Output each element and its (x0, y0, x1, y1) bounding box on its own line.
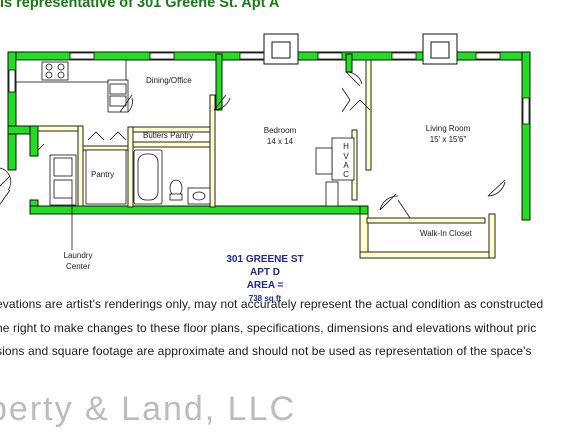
info-apt: APT D (250, 267, 280, 278)
room-living-size: 15' x 15'6" (429, 135, 467, 144)
disclaimer-line-1: evations are artist's renderings only, m… (0, 297, 544, 311)
door-swings (0, 71, 506, 219)
disclaimer-line-2: he right to make changes to these floor … (0, 321, 537, 335)
hvac-label-a: A (343, 161, 349, 170)
company-watermark: perty & Land, LLC (0, 390, 297, 428)
interior-walls (37, 59, 496, 259)
disclaimer-line-3: sions and square footage are approximate… (0, 344, 532, 358)
info-address: 301 GREENE ST (226, 254, 304, 265)
room-laundry-line1: Laundry (63, 251, 93, 260)
hvac-unit (315, 137, 355, 207)
windows (8, 52, 530, 125)
banner-title: is representative of 301 Greene St. Apt … (0, 0, 280, 11)
room-dining-office: Dining/Office (146, 76, 192, 85)
kitchen (15, 59, 133, 113)
apartment-info: 301 GREENE ST APT D AREA = 738 sq ft (190, 253, 340, 305)
hvac-label-v: V (343, 152, 349, 161)
info-area-value: 738 sq ft (248, 294, 282, 303)
room-butlers-pantry: Butlers Pantry (143, 131, 194, 140)
laundry-fixtures (49, 149, 127, 206)
hvac-label-h: H (343, 142, 349, 151)
chimneys (263, 33, 458, 65)
room-walkin-closet: Walk-In Closet (420, 229, 472, 238)
room-pantry: Pantry (91, 170, 115, 179)
room-bedroom-name: Bedroom (263, 126, 297, 135)
info-area-label: AREA = (246, 280, 284, 291)
room-bedroom-size: 14 x 14 (266, 137, 294, 146)
hvac-label-c: C (343, 170, 349, 179)
room-living-name: Living Room (425, 124, 471, 133)
bathroom (133, 149, 211, 205)
room-laundry-line2: Center (65, 262, 90, 271)
